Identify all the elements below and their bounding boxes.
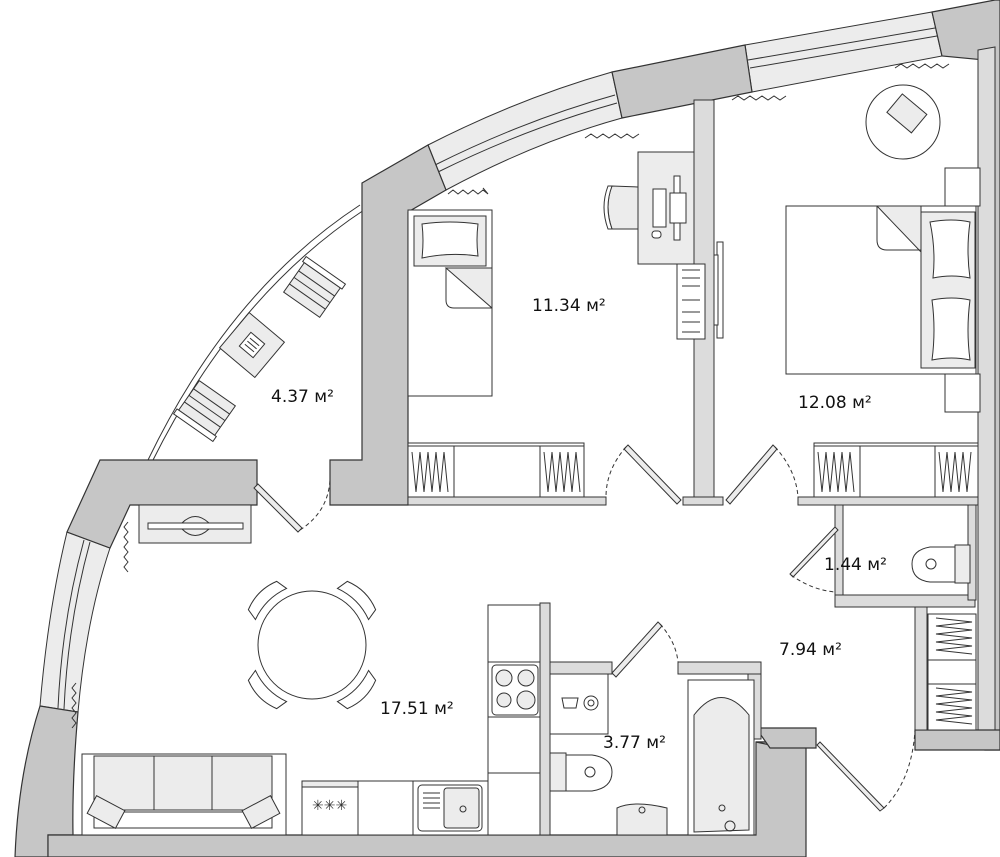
nightstands xyxy=(944,167,981,413)
washing-machine xyxy=(549,673,609,735)
door-balcony[interactable] xyxy=(253,479,331,533)
wardrobe-master-bedroom xyxy=(813,442,979,498)
wall-tv-console xyxy=(138,504,252,544)
oven-icon: ✳✳✳ xyxy=(312,798,347,814)
door-bedroom-master[interactable] xyxy=(725,444,799,505)
bath-toilet xyxy=(549,752,613,792)
area-label-bedroom-small: 11.34 м² xyxy=(532,296,606,316)
sofa xyxy=(81,753,287,836)
sink xyxy=(616,803,668,836)
tv xyxy=(713,241,724,339)
door-bathroom[interactable] xyxy=(611,621,679,678)
curtains xyxy=(71,63,950,729)
area-label-bedroom-master: 12.08 м² xyxy=(798,393,872,413)
bookshelf xyxy=(676,263,706,340)
door-bedroom-small[interactable] xyxy=(605,444,682,505)
area-label-bathroom: 3.77 м² xyxy=(603,733,666,753)
hallway-wardrobe xyxy=(927,613,977,731)
area-label-hallway: 7.94 м² xyxy=(779,640,842,660)
doors xyxy=(253,444,916,812)
area-label-living-kitchen: 17.51 м² xyxy=(380,699,454,719)
door-toilet[interactable] xyxy=(789,526,839,593)
single-bed xyxy=(407,209,493,397)
wc-toilet xyxy=(911,544,971,584)
balcony-chair-1 xyxy=(282,255,347,319)
double-bed xyxy=(785,205,977,375)
office-chair xyxy=(603,185,639,230)
bathtub xyxy=(687,679,755,836)
area-label-toilet: 1.44 м² xyxy=(824,555,887,575)
armchair xyxy=(865,84,941,160)
dining-table xyxy=(247,580,377,710)
desk xyxy=(637,151,695,265)
balcony-chair-2 xyxy=(172,379,237,443)
facade-windows xyxy=(39,11,943,713)
kitchen-counter: ✳✳✳ xyxy=(301,780,489,836)
wardrobe-small-bedroom xyxy=(407,442,585,498)
kitchen-column xyxy=(487,604,541,836)
door-entrance[interactable] xyxy=(816,729,916,812)
area-label-balcony: 4.37 м² xyxy=(271,387,334,407)
balcony-table xyxy=(218,311,286,379)
exterior-walls xyxy=(14,0,1000,857)
